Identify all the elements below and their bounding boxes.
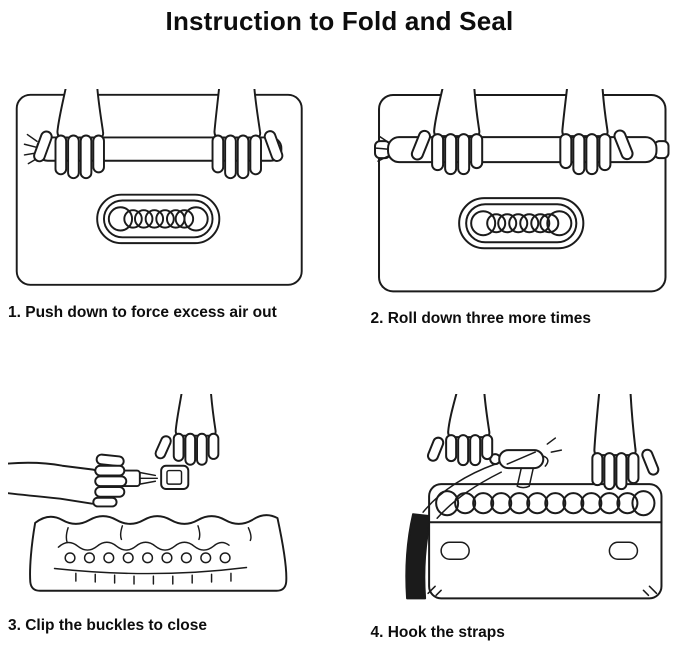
female-buckle: [160, 465, 190, 491]
step-4-caption: 4. Hook the straps: [370, 623, 505, 641]
step-2-caption: 2. Roll down three more times: [370, 310, 592, 328]
right-hand: [590, 394, 659, 491]
left-hand: [426, 394, 493, 467]
step-4-panel: 4. Hook the straps: [371, 394, 672, 641]
step-2-panel: 2. Roll down three more times: [371, 89, 672, 328]
step-3-panel: 3. Clip the buckles to close: [8, 394, 309, 641]
steps-grid: 1. Push down to force excess air out: [6, 89, 673, 642]
push-down-bag-illustration: [15, 89, 303, 286]
left-hand: [410, 89, 483, 176]
page-title: Instruction to Fold and Seal: [165, 6, 514, 36]
left-hand: [33, 89, 105, 180]
snap-hook: [488, 437, 562, 489]
right-hand: [154, 394, 220, 467]
hook-straps-illustration: [404, 394, 662, 600]
step-1-panel: 1. Push down to force excess air out: [8, 89, 309, 328]
right-hand: [558, 89, 634, 176]
clip-buckles-illustration: [8, 394, 288, 593]
step-3-caption: 3. Clip the buckles to close: [8, 616, 207, 634]
left-hand: [8, 453, 128, 508]
right-hand: [211, 89, 284, 180]
roll-down-bag-illustration: [373, 89, 669, 293]
step-1-caption: 1. Push down to force excess air out: [8, 303, 277, 321]
